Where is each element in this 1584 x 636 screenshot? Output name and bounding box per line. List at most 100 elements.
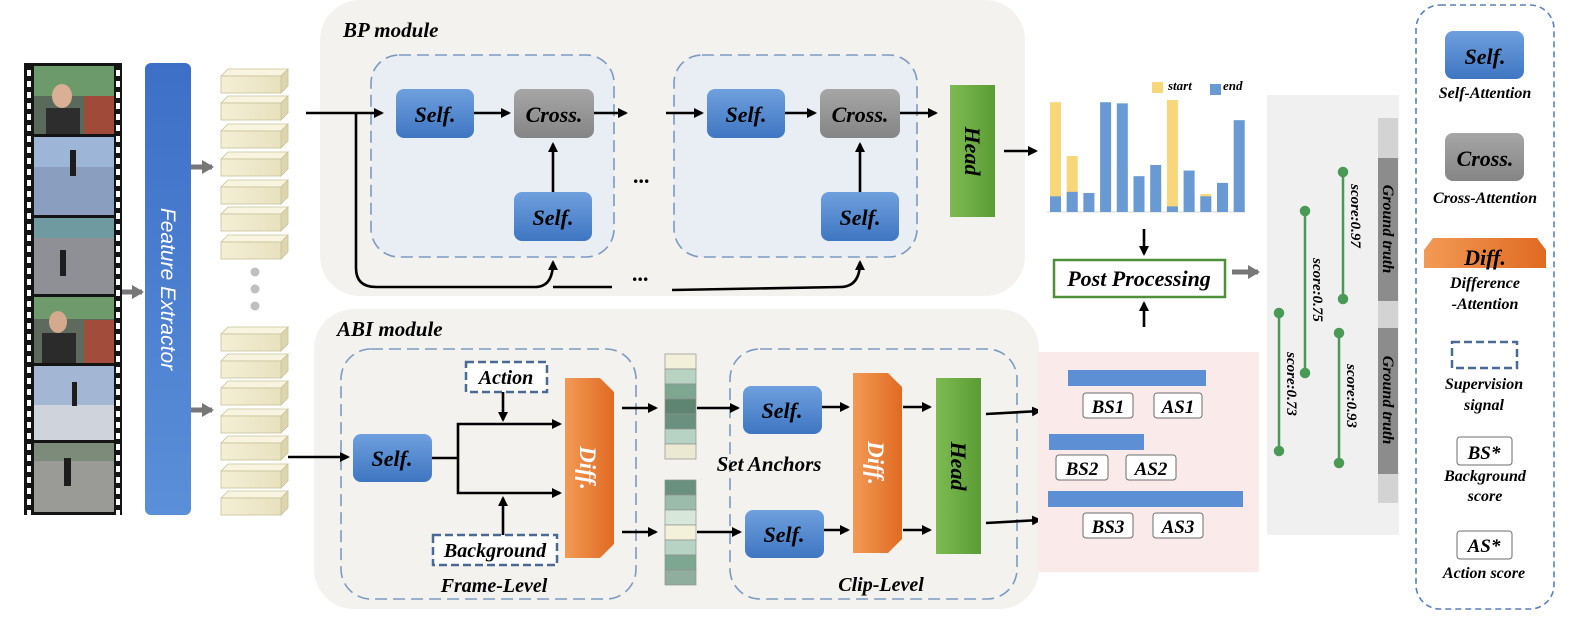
legend-panel <box>1415 4 1555 610</box>
legend-start-label: start <box>1167 78 1192 93</box>
film-sprocket <box>27 378 31 384</box>
feature-token <box>220 95 289 121</box>
film-sprocket <box>27 411 31 417</box>
film-sprocket <box>27 180 31 186</box>
anchor-bar-3 <box>1048 491 1243 507</box>
bp-flow-arrows <box>306 108 1038 292</box>
film-sprocket <box>27 389 31 395</box>
film-sprocket <box>116 290 120 296</box>
film-sprocket <box>27 345 31 351</box>
legend-as-desc: Action score <box>1442 565 1525 582</box>
legend-diff-attention-desc-2: -Attention <box>1452 296 1519 313</box>
anchor-token <box>664 353 697 370</box>
bp-self-attention-1b-label: Self. <box>533 205 574 230</box>
film-sprocket <box>27 257 31 263</box>
start-bar <box>1066 156 1078 212</box>
anchor-token <box>664 368 697 385</box>
end-bar <box>1150 164 1162 212</box>
legend-diff-attention-box-label: Diff. <box>1463 245 1506 270</box>
anchor-bar-1 <box>1068 370 1206 386</box>
legend-end-swatch <box>1210 84 1221 95</box>
score-chips: BS1 AS1 BS2 AS2 BS3 AS3 <box>1055 392 1204 539</box>
anchor-token-columns <box>664 353 697 586</box>
bs2-label: BS2 <box>1065 459 1099 480</box>
ground-truth-label-2: Ground truth <box>1379 356 1396 445</box>
legend-diff-attention-swatch <box>1424 238 1546 268</box>
frame-level-label: Frame-Level <box>440 575 548 597</box>
anchor-bar-2 <box>1049 434 1144 450</box>
video-frames-strip <box>24 63 122 516</box>
film-sprocket <box>116 158 120 164</box>
film-sprocket <box>116 235 120 241</box>
as3-chip <box>1152 512 1204 539</box>
feature-dot <box>250 284 260 294</box>
abi-self-attention-clip-1-label: Self. <box>762 398 803 423</box>
abi-self-attention-frame <box>353 434 432 482</box>
film-sprocket <box>27 301 31 307</box>
bp-ellipsis-lower: ... <box>633 261 650 286</box>
film-sprocket <box>116 367 120 373</box>
clip-level-label: Clip-Level <box>838 574 924 596</box>
film-sprocket <box>116 147 120 153</box>
end-bar <box>1217 182 1228 212</box>
bp-cross-attention-2 <box>820 89 900 138</box>
film-sprocket <box>27 477 31 483</box>
film-sprocket <box>27 323 31 329</box>
as2-chip <box>1125 454 1177 481</box>
start-end-bar-chart: start end <box>1047 78 1245 213</box>
feature-token <box>220 435 289 461</box>
feature-dot <box>250 267 260 277</box>
end-bar <box>1200 196 1212 212</box>
film-sprocket <box>116 81 120 87</box>
film-sprocket <box>116 422 120 428</box>
feature-token <box>220 326 289 352</box>
bp-self-attention-2b-label: Self. <box>840 205 881 230</box>
film-sprocket <box>116 136 120 142</box>
film-sprocket <box>27 92 31 98</box>
film-sprocket <box>116 334 120 340</box>
bp-ellipsis-upper: ... <box>634 163 651 188</box>
feature-token <box>220 380 289 406</box>
feature-extractor-label: Feature Extractor <box>156 208 179 371</box>
end-bar <box>1183 170 1195 212</box>
film-sprocket <box>27 422 31 428</box>
as2-label: AS2 <box>1134 459 1168 480</box>
legend-start-swatch <box>1152 82 1163 93</box>
feature-token <box>220 353 289 379</box>
anchor-token <box>664 539 697 556</box>
ground-truth-bar-2 <box>1378 328 1398 474</box>
film-sprocket <box>27 290 31 296</box>
film-sprocket <box>116 312 120 318</box>
as3-label: AS3 <box>1161 517 1195 538</box>
film-sprocket <box>27 466 31 472</box>
film-sprocket <box>116 389 120 395</box>
film-sprocket <box>116 268 120 274</box>
film-sprocket <box>27 367 31 373</box>
abi-self-attention-clip-2-label: Self. <box>764 522 805 547</box>
start-bar <box>1050 102 1061 212</box>
bs2-chip <box>1055 454 1109 481</box>
feature-token <box>220 151 289 177</box>
bp-self-attention-2b <box>821 192 899 241</box>
film-sprocket <box>116 466 120 472</box>
bp-self-attention-1 <box>396 89 474 138</box>
clip-diff-attention-label: Diff. <box>863 440 888 485</box>
film-sprocket <box>116 213 120 219</box>
film-sprocket <box>116 103 120 109</box>
film-sprocket <box>27 213 31 219</box>
film-sprocket <box>116 70 120 76</box>
legend-supervision-swatch <box>1450 340 1519 370</box>
film-sprocket <box>27 510 31 516</box>
film-sprocket <box>27 433 31 439</box>
film-sprocket <box>27 246 31 252</box>
as1-chip <box>1153 392 1203 419</box>
film-sprocket <box>27 499 31 505</box>
post-processing-label: Post Processing <box>1066 266 1211 291</box>
film-sprocket <box>116 169 120 175</box>
bp-cross-attention-1-label: Cross. <box>526 102 583 127</box>
anchor-token <box>664 554 697 571</box>
film-sprocket <box>116 488 120 494</box>
score-label-093: score:0.93 <box>1343 363 1359 428</box>
film-sprocket <box>116 411 120 417</box>
set-anchors-label: Set Anchors <box>717 452 822 476</box>
